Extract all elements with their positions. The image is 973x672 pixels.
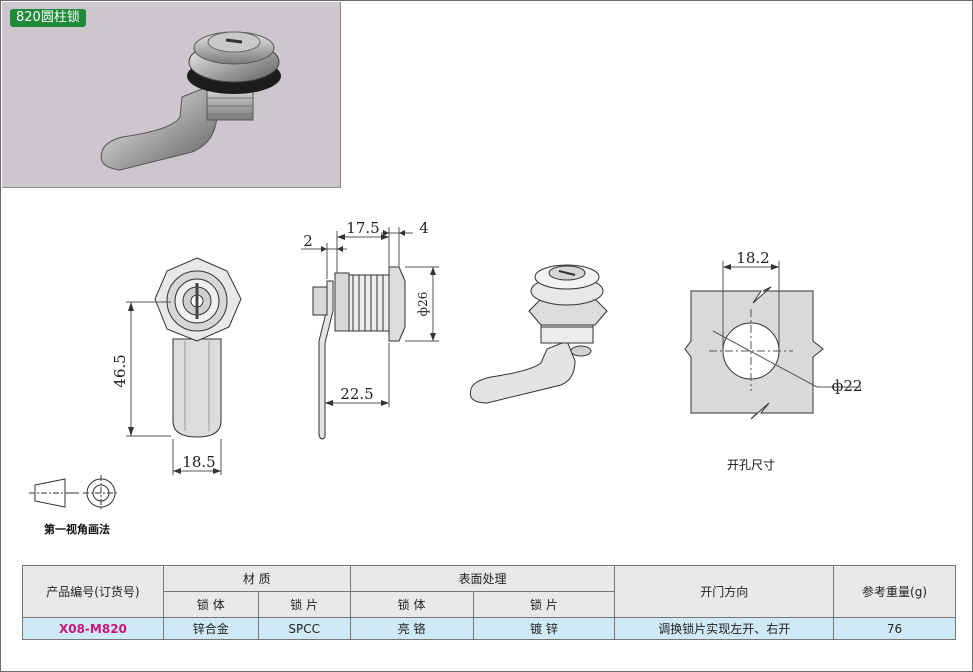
header-product-code: 产品编号(订货号) <box>22 565 164 618</box>
dim-side-offset: 2 <box>303 232 313 250</box>
front-view <box>126 257 242 475</box>
dim-front-width: 18.5 <box>182 453 215 471</box>
dim-side-flange: 4 <box>419 219 429 237</box>
isometric-view <box>469 264 608 404</box>
cell-direction: 调换锁片实现左开、右开 <box>614 617 835 640</box>
header-material: 材 质 <box>162 565 351 592</box>
header-surface-plate: 锁 片 <box>472 591 616 618</box>
product-photo-panel: 820圆柱锁 <box>2 2 341 188</box>
cell-surface-body: 亮 铬 <box>349 617 474 640</box>
cutout-caption: 开孔尺寸 <box>727 458 775 472</box>
dim-cutout-diameter: ф22 <box>832 377 863 395</box>
spec-table: 产品编号(订货号) 材 质 表面处理 开门方向 参考重量(g) 锁 体 锁 片 … <box>22 565 956 640</box>
cell-material-body: 锌合金 <box>162 617 259 640</box>
technical-drawing: 46.5 18.5 <box>29 219 863 536</box>
header-surface: 表面处理 <box>349 565 616 592</box>
side-view <box>301 227 439 440</box>
dim-front-height: 46.5 <box>111 354 129 387</box>
dim-side-diameter: ф26 <box>416 292 430 317</box>
dim-side-length: 22.5 <box>340 385 373 403</box>
cutout-view <box>684 261 861 420</box>
header-surface-body: 锁 体 <box>349 591 474 618</box>
cell-surface-plate: 镀 锌 <box>472 617 616 640</box>
product-photo <box>100 31 281 171</box>
header-material-body: 锁 体 <box>162 591 259 618</box>
dim-cutout-width: 18.2 <box>736 249 769 267</box>
header-material-plate: 锁 片 <box>257 591 351 618</box>
header-weight: 参考重量(g) <box>833 565 956 618</box>
cell-weight: 76 <box>833 617 956 640</box>
table-row: X08-M820 锌合金 SPCC 亮 铬 镀 锌 调换锁片实现左开、右开 76 <box>22 617 956 640</box>
projection-symbol <box>29 475 119 511</box>
product-tag: 820圆柱锁 <box>10 9 86 27</box>
cell-code: X08-M820 <box>22 617 164 640</box>
cell-material-plate: SPCC <box>257 617 351 640</box>
projection-caption: 第一视角画法 <box>44 522 110 536</box>
header-direction: 开门方向 <box>614 565 835 618</box>
dim-side-depth: 17.5 <box>346 219 379 237</box>
